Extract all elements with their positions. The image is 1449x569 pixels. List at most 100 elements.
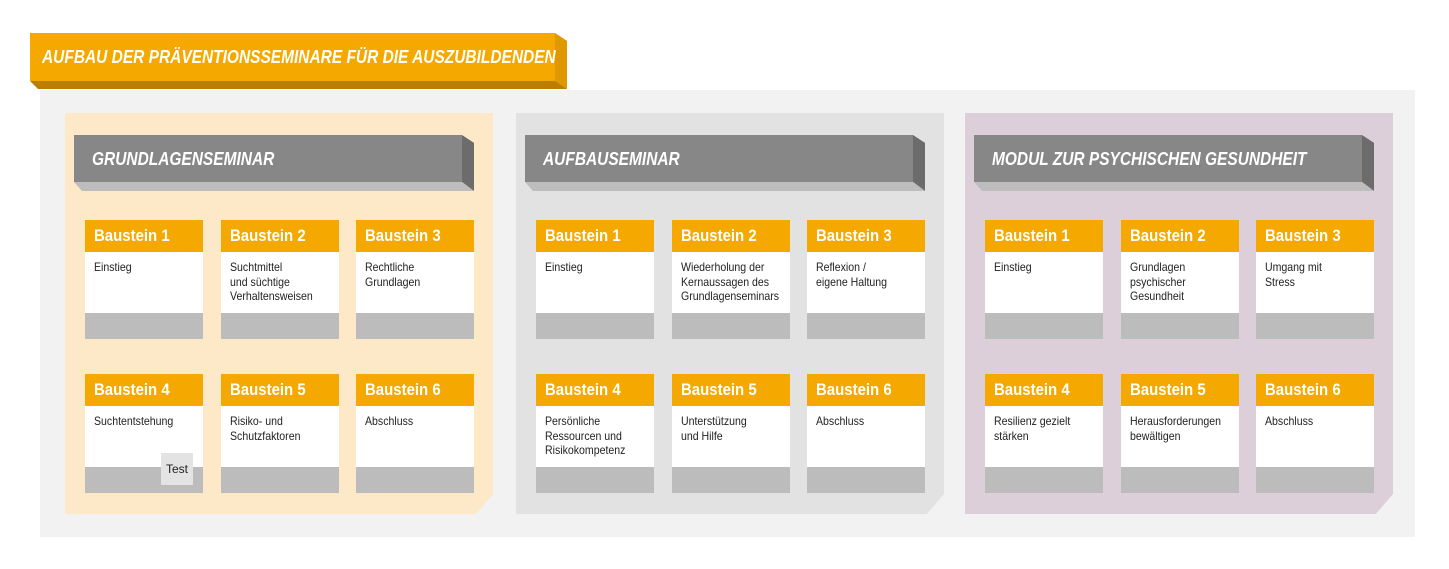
module-card: Baustein 2 Grundlagen psychischer Gesundh…	[1121, 220, 1239, 339]
module-label: Baustein 2	[230, 226, 306, 245]
module-description: Unterstützung und Hilfe	[681, 414, 747, 443]
module-card: Baustein 3 Umgang mit Stress	[1256, 220, 1374, 339]
panel-header-side	[913, 135, 925, 191]
module-description: Rechtliche Grundlagen	[365, 260, 421, 289]
module-label: Baustein 6	[365, 380, 441, 399]
module-card-header: Baustein 4	[536, 374, 654, 406]
module-card-footer	[672, 467, 790, 493]
module-card-footer	[1256, 467, 1374, 493]
module-card-header: Baustein 6	[1256, 374, 1374, 406]
module-card-header: Baustein 3	[356, 220, 474, 252]
panel-header	[74, 135, 462, 182]
module-card-header: Baustein 2	[672, 220, 790, 252]
module-card-footer	[1121, 313, 1239, 339]
module-description: Grundlagen psychischer Gesundheit	[1130, 260, 1186, 303]
module-card-header: Baustein 2	[221, 220, 339, 252]
module-card-footer	[356, 467, 474, 493]
module-label: Baustein 1	[94, 226, 170, 245]
module-description: Suchtmittel und süchtige Verhaltensweise…	[230, 260, 313, 303]
module-description: Persönliche Ressourcen und Risikokompete…	[545, 414, 626, 457]
panel-title: AUFBAUSEMINAR	[543, 149, 680, 169]
module-card-header: Baustein 4	[85, 374, 203, 406]
module-card: Baustein 5 Herausforderungen bewältigen	[1121, 374, 1239, 493]
module-description: Herausforderungen bewältigen	[1130, 414, 1221, 443]
module-card: Baustein 1 Einstieg	[985, 220, 1103, 339]
module-description: Abschluss	[816, 414, 865, 428]
module-card-header: Baustein 3	[807, 220, 925, 252]
module-label: Baustein 1	[545, 226, 621, 245]
module-card-footer	[985, 467, 1103, 493]
module-label: Baustein 2	[681, 226, 757, 245]
module-card: Baustein 2 Suchtmittel und süchtige Verha…	[221, 220, 339, 339]
module-card-footer	[536, 313, 654, 339]
module-label: Baustein 6	[1265, 380, 1341, 399]
panel-title: MODUL ZUR PSYCHISCHEN GESUNDHEIT	[992, 149, 1307, 169]
module-description: Reflexion / eigene Haltung	[816, 260, 888, 289]
title-banner	[30, 33, 555, 81]
panel-header-side	[1362, 135, 1374, 191]
module-card-footer	[807, 467, 925, 493]
module-card-header: Baustein 1	[85, 220, 203, 252]
module-card-header: Baustein 6	[807, 374, 925, 406]
title-banner-side	[555, 33, 567, 89]
module-card-header: Baustein 1	[985, 220, 1103, 252]
module-card-header: Baustein 5	[672, 374, 790, 406]
panel-header-bottom	[974, 182, 1374, 191]
module-card: Baustein 3 Rechtliche Grundlagen	[356, 220, 474, 339]
module-card: Baustein 1 Einstieg	[536, 220, 654, 339]
module-description: Resilienz gezielt stärken	[994, 414, 1071, 443]
module-description: Abschluss	[1265, 414, 1314, 428]
module-card: Baustein 1 Einstieg	[85, 220, 203, 339]
module-card: Baustein 4 Persönliche Ressourcen und Ris…	[536, 374, 654, 493]
module-label: Baustein 5	[1130, 380, 1206, 399]
panel-title: GRUNDLAGENSEMINAR	[92, 149, 275, 169]
module-description: Umgang mit Stress	[1265, 260, 1322, 289]
panel-header-bottom	[525, 182, 925, 191]
module-card: Baustein 2 Wiederholung der Kernaussagen …	[672, 220, 790, 339]
module-card-footer	[672, 313, 790, 339]
module-label: Baustein 2	[1130, 226, 1206, 245]
seminar-panel: MODUL ZUR PSYCHISCHEN GESUNDHEIT Baustein…	[965, 113, 1393, 514]
module-card-header: Baustein 3	[1256, 220, 1374, 252]
module-card-footer	[1121, 467, 1239, 493]
module-description: Einstieg	[994, 260, 1032, 274]
module-card: Baustein 6 Abschluss	[356, 374, 474, 493]
module-description: Abschluss	[365, 414, 414, 428]
module-card-header: Baustein 5	[221, 374, 339, 406]
title-banner-bottom	[30, 81, 567, 89]
module-card-footer	[85, 313, 203, 339]
module-card-footer	[536, 467, 654, 493]
module-description: Einstieg	[545, 260, 583, 274]
panel-header-bottom	[74, 182, 474, 191]
module-card-footer	[985, 313, 1103, 339]
module-card-footer	[807, 313, 925, 339]
module-label: Baustein 3	[816, 226, 892, 245]
test-badge: Test	[161, 453, 193, 485]
module-card: Baustein 6 Abschluss	[807, 374, 925, 493]
module-card-header: Baustein 5	[1121, 374, 1239, 406]
module-card-header: Baustein 6	[356, 374, 474, 406]
module-card: Baustein 5 Unterstützung und Hilfe	[672, 374, 790, 493]
module-label: Baustein 5	[681, 380, 757, 399]
module-card-header: Baustein 4	[985, 374, 1103, 406]
module-label: Baustein 6	[816, 380, 892, 399]
module-label: Baustein 1	[994, 226, 1070, 245]
module-description: Einstieg	[94, 260, 132, 274]
panel-header	[974, 135, 1362, 182]
module-card-header: Baustein 2	[1121, 220, 1239, 252]
module-label: Baustein 4	[994, 380, 1070, 399]
module-label: Baustein 5	[230, 380, 306, 399]
module-card: Baustein 6 Abschluss	[1256, 374, 1374, 493]
module-card-footer	[221, 467, 339, 493]
module-card-header: Baustein 1	[536, 220, 654, 252]
module-label: Baustein 4	[94, 380, 170, 399]
page-title: AUFBAU DER PRÄVENTIONSSEMINARE FÜR DIE A…	[42, 47, 556, 67]
module-description: Wiederholung der Kernaussagen des Grundl…	[681, 260, 780, 303]
module-label: Baustein 3	[1265, 226, 1341, 245]
module-description: Suchtentstehung	[94, 414, 174, 428]
module-card: Baustein 4 Resilienz gezielt stärken	[985, 374, 1103, 493]
